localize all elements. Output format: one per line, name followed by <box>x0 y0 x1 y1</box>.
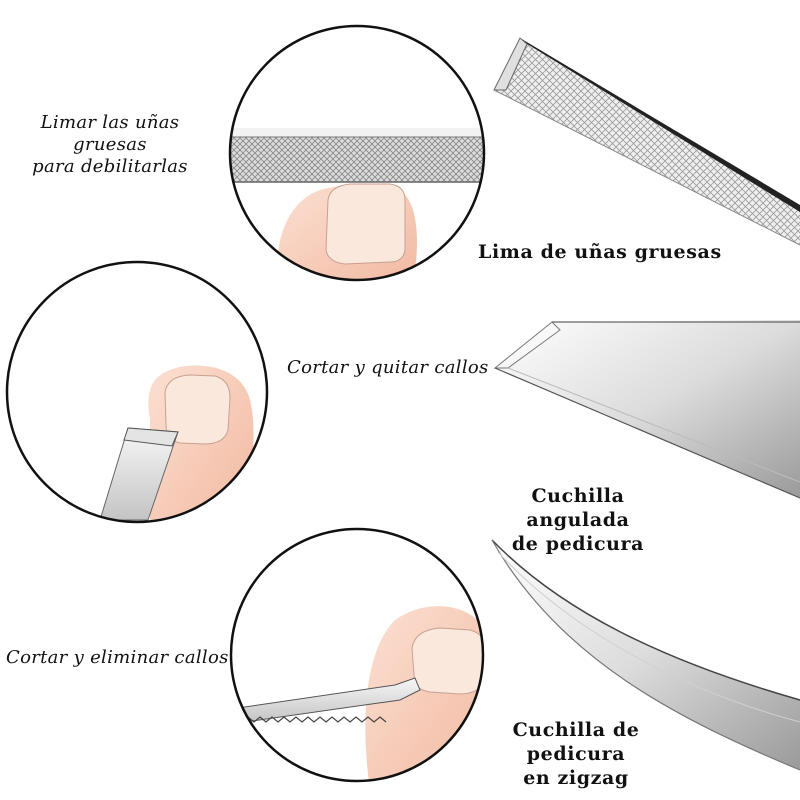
title-line: Lima de uñas gruesas <box>478 241 722 263</box>
angled-blade-icon <box>493 320 800 499</box>
section2-title: Cuchilla angulada de pedicura <box>488 484 668 556</box>
section3-title: Cuchilla de pedicura en zigzag <box>474 718 678 790</box>
title-line: Cuchilla de pedicura <box>512 719 640 765</box>
zigzag-blade-icon <box>491 539 800 771</box>
title-line: en zigzag <box>523 767 629 789</box>
title-line: de pedicura <box>511 533 645 555</box>
title-line: Cuchilla angulada <box>526 485 630 531</box>
caption-line: Cortar y quitar callos <box>287 357 489 378</box>
caption-line: para debilitarlas <box>32 156 188 177</box>
caption-line: Limar las uñas gruesas <box>40 112 180 155</box>
section1-title: Lima de uñas gruesas <box>478 240 722 264</box>
caption-line: Cortar y eliminar callos <box>6 647 229 668</box>
nail-file-icon <box>493 37 800 246</box>
section1-caption: Limar las uñas gruesas para debilitarlas <box>10 112 210 178</box>
section3-caption: Cortar y eliminar callos <box>6 647 229 669</box>
section2-caption: Cortar y quitar callos <box>287 357 489 379</box>
